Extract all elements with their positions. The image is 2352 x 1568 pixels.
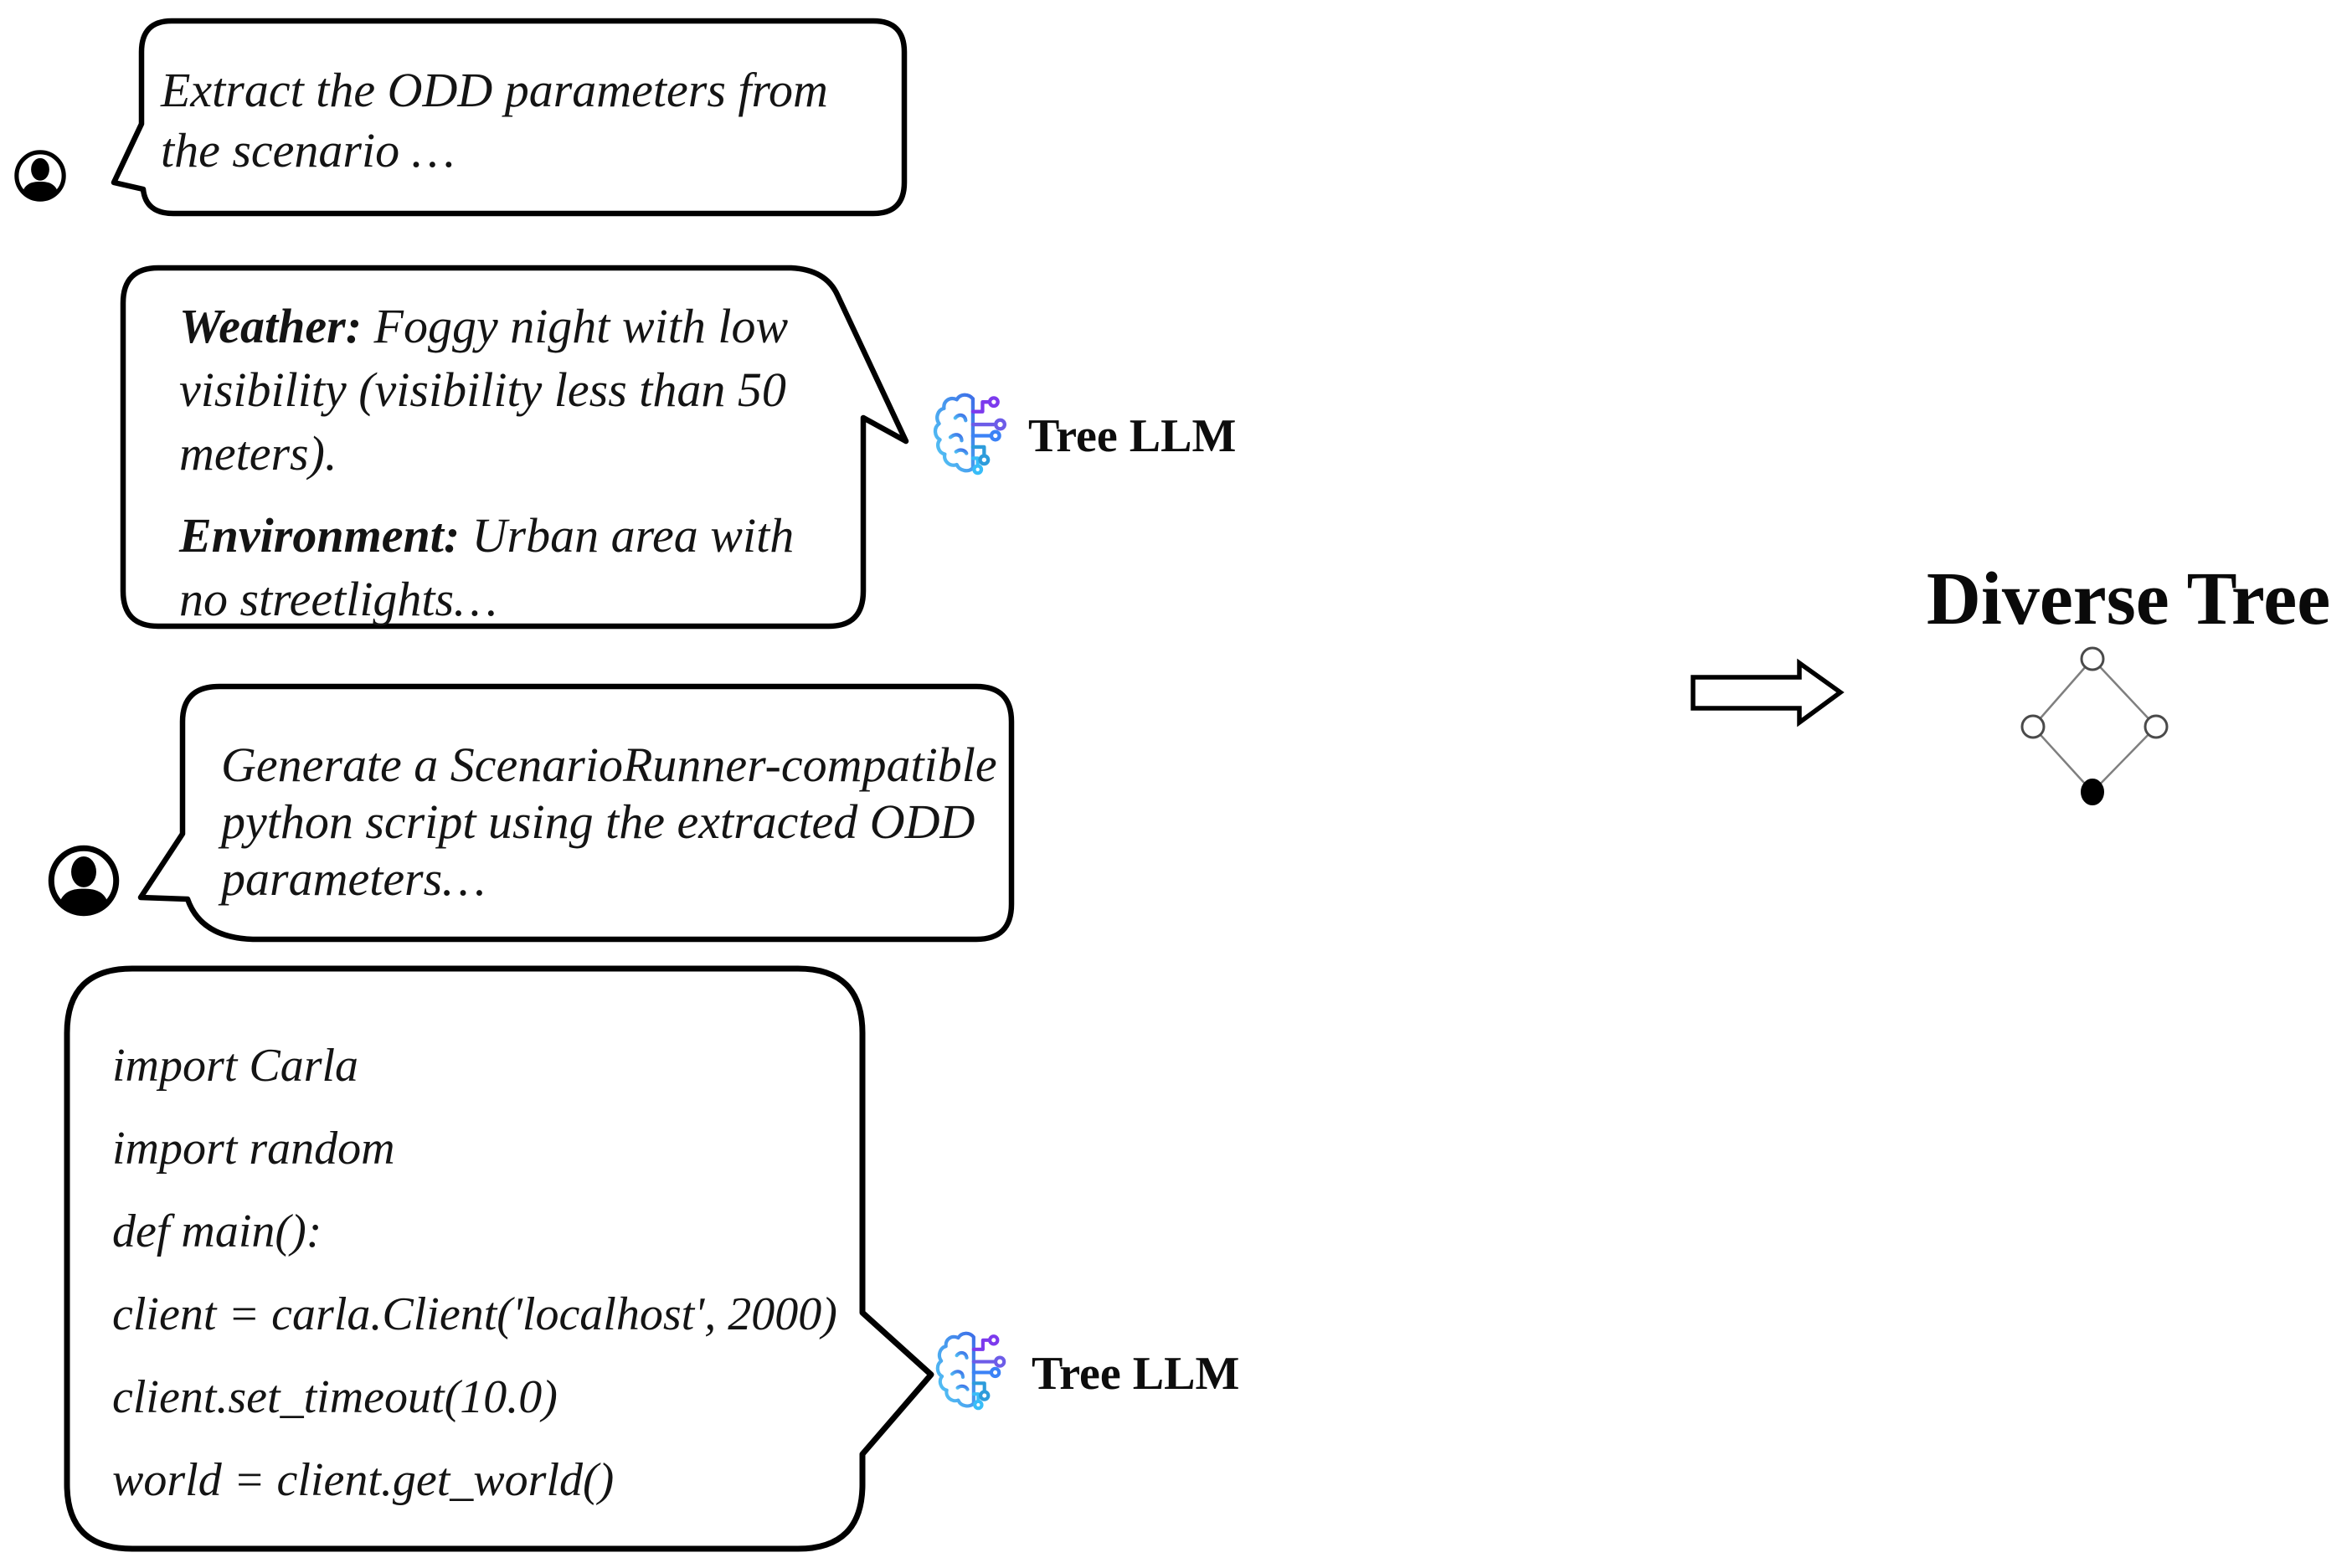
code-line: import Carla [112, 1040, 359, 1092]
flow-arrow-icon [1691, 658, 1845, 727]
llm-odd-response-text: Weather: Foggy night with low visibility… [179, 295, 794, 631]
code-line: client = carla.Client('localhost', 2000) [112, 1288, 837, 1340]
text-line: no streetlights… [179, 572, 497, 626]
llm-bubble-code [64, 965, 934, 1552]
text-line: the scenario … [161, 123, 455, 177]
tree-llm-label: Tree LLM [1032, 1348, 1240, 1400]
text-line: Extract the ODD parameters from [161, 63, 828, 117]
tree-edge-top-right [2092, 658, 2157, 727]
tree-edge-right-root [2092, 726, 2157, 793]
user-bubble-1 [111, 18, 908, 217]
user-avatar-icon [14, 150, 66, 202]
user-avatar-icon [48, 845, 120, 917]
llm-bubble-odd [120, 265, 909, 630]
user-prompt-2-text: Generate a ScenarioRunner-compatible pyt… [221, 737, 997, 907]
text-line: meters). [179, 426, 337, 481]
tree-node-top [2080, 646, 2105, 671]
brain-circuit-icon [935, 1331, 1006, 1411]
diverse-tree-title: Diverse Tree [1926, 558, 2331, 640]
tree-node-root-filled [2081, 779, 2104, 805]
text-line: Generate a ScenarioRunner-compatible [221, 738, 997, 792]
weather-line-1: Foggy night with low [362, 299, 789, 353]
text-line: Environment: Urban area with [179, 504, 794, 568]
user-bubble-2 [137, 683, 1015, 943]
user-prompt-1-text: Extract the ODD parameters from the scen… [161, 60, 828, 181]
tree-node-right [2144, 714, 2169, 739]
text-line: python script using the extracted ODD [221, 794, 975, 849]
text-line: parameters… [221, 851, 486, 906]
tree-node-left [2020, 714, 2046, 739]
diverse-tree-graph [2020, 646, 2169, 805]
llm-code-response-text: import Carla import random def main(): c… [112, 1025, 837, 1522]
environment-label: Environment: [179, 508, 461, 563]
weather-label: Weather: [179, 299, 363, 353]
text-line: visibility (visibility less than 50 [179, 362, 786, 417]
tree-edge-top-left [2032, 658, 2093, 727]
code-line: import random [112, 1123, 395, 1175]
text-line: Weather: Foggy night with low [179, 295, 794, 358]
tree-llm-label: Tree LLM [1028, 410, 1237, 462]
tree-edge-left-root [2032, 726, 2093, 793]
environment-line-1: Urban area with [460, 508, 795, 563]
code-line: client.set_timeout(10.0) [112, 1371, 558, 1423]
code-line: world = client.get_world() [112, 1454, 615, 1506]
code-line: def main(): [112, 1206, 322, 1257]
brain-circuit-icon [933, 393, 1006, 476]
